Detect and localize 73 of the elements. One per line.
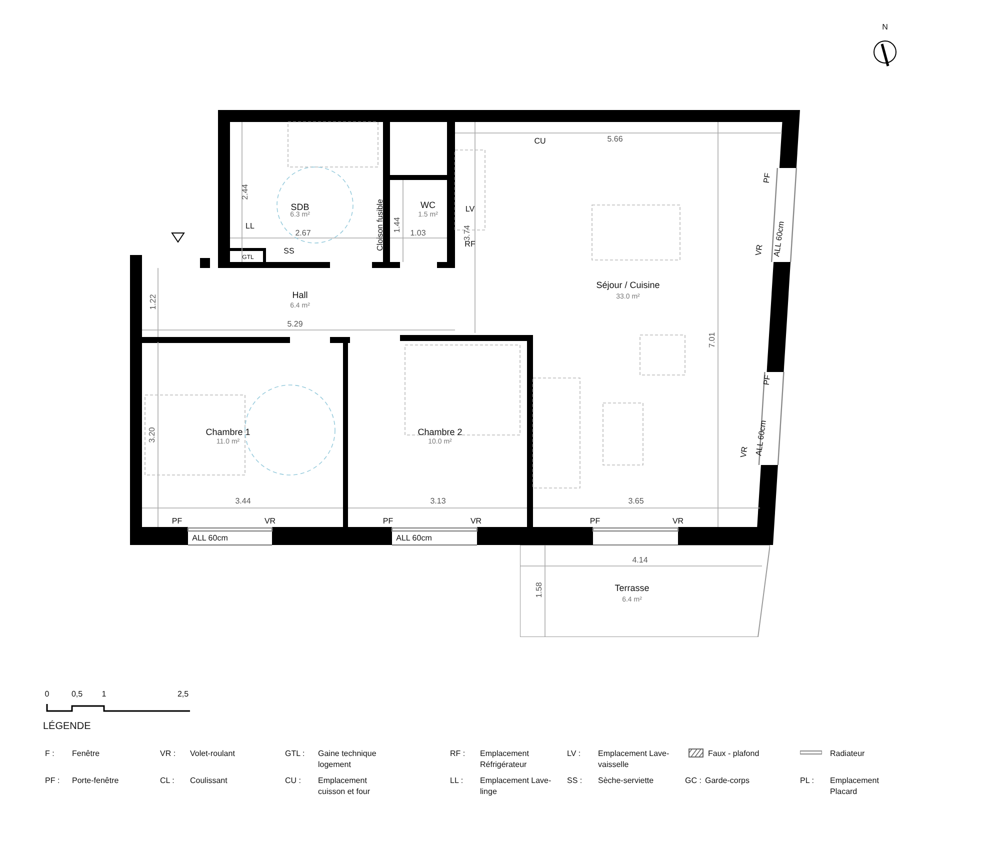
dimension-value: 3.65 [628,496,644,506]
legend-abbreviation: F : [45,748,56,759]
legend-description: Sèche-serviette [598,775,655,786]
plan-label: ALL 60cm [192,534,228,542]
plan-label: SS [284,246,294,256]
legend-description: Garde-corps [705,775,750,786]
plan-label: Cloison fusible [376,198,384,252]
legend-abbreviation: CL : [160,775,176,786]
plan-label: VR [470,516,482,526]
dimension-value: 3.74 [462,225,472,241]
plan-label: PF [590,516,600,526]
legend-abbreviation: RF : [450,748,466,759]
legend-abbreviation: CU : [285,775,302,786]
dimension-value: 7.01 [708,332,716,348]
legend-abbreviation: LV : [567,748,582,759]
dimension-value: 1.22 [148,294,158,310]
plan-label: PF [382,516,394,526]
legend-description: Porte-fenêtre [72,775,120,786]
legend-description: Faux - plafond [708,748,760,759]
dimension-value: 3.20 [148,427,156,443]
plan-label: RF [464,240,476,248]
legend-description: Emplacement Lave-vaisselle [598,748,670,770]
plan-label: 2,5 [177,690,189,698]
plan-label: N [882,22,888,32]
plan-label: 1 [102,690,106,698]
legend-description: Gaine technique logement [318,748,378,770]
legend-abbreviation: SS : [567,775,584,786]
plan-label: LV [465,204,475,214]
room-name: Chambre 2 [418,427,462,437]
legend-title: LÉGENDE [43,721,91,732]
room-name: SDB [290,202,310,212]
legend-description: Emplacement Lave-linge [480,775,552,797]
legend-abbreviation: LL : [450,775,464,786]
room-name: Hall [292,290,308,300]
dimension-value: 2.67 [295,228,311,238]
legend-abbreviation: PL : [800,775,815,786]
legend-description: Volet-roulant [190,748,236,759]
plan-label: LL [246,222,254,230]
legend-description: Radiateur [830,748,866,759]
legend-description: Coulissant [190,775,228,786]
dimension-value: 1.44 [392,217,402,233]
dimension-value: 3.44 [235,496,251,506]
dimension-value: 3.13 [430,496,446,506]
dimension-value: 4.14 [632,556,648,564]
plan-label: VR [264,516,276,526]
legend-abbreviation: PF : [45,775,61,786]
plan-label: 0,5 [71,690,83,698]
room-name: Séjour / Cuisine [596,280,660,290]
room-name: Chambre 1 [206,427,250,437]
dimension-value: 2.44 [240,184,250,200]
dimension-value: 5.66 [607,134,623,144]
dimension-value: 5.29 [287,320,303,328]
plan-label: PF [762,172,772,184]
dimension-value: 1.58 [534,582,544,598]
room-name: Terrasse [614,583,650,593]
plan-label: ALL 60cm [754,420,768,456]
legend-abbreviation: GTL : [285,748,306,759]
legend-description: Emplacement Placard [830,775,880,797]
plan-label: 0 [44,690,50,698]
legend-abbreviation: VR : [160,748,177,759]
plan-label: VR [672,516,684,526]
dimension-value: 1.03 [410,228,426,238]
plan-label: VR [738,446,750,458]
legend-description: Fenêtre [72,748,101,759]
plan-label: PF [762,374,772,386]
plan-label: ALL 60cm [772,220,786,258]
plan-label: PF [172,516,182,526]
plan-label: ALL 60cm [396,534,432,542]
room-name: WC [420,200,436,210]
plan-label: VR [754,244,764,256]
legend-description: Emplacement Réfrigérateur [480,748,530,770]
legend-description: Emplacement cuisson et four [318,775,372,797]
plan-label: CU [534,136,546,146]
